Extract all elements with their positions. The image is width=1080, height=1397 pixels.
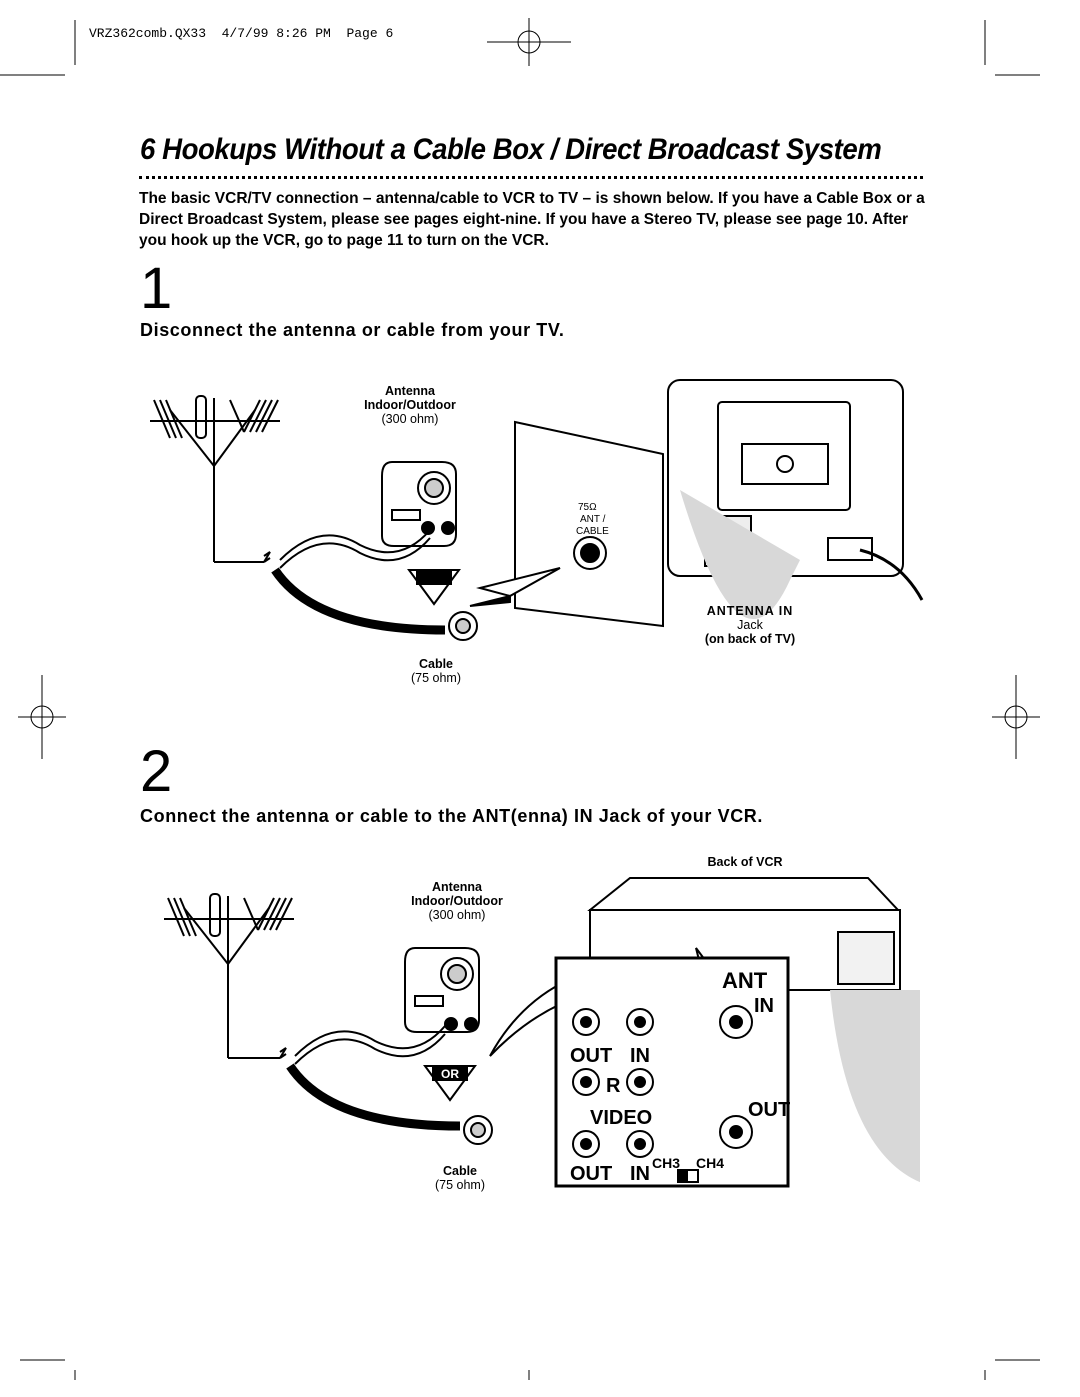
- antenna-icon: [164, 893, 294, 1059]
- jack-location: (on back of TV): [704, 632, 796, 646]
- antenna-label: Antenna: [432, 880, 482, 894]
- step-2-illustration: OR ANT IN OUT IN R VIDEO OUT: [164, 877, 920, 1188]
- jack-word: Jack: [737, 618, 763, 632]
- step-2-antenna-caption: Antenna Indoor/Outdoor (300 ohm): [392, 880, 522, 922]
- svg-text:OUT: OUT: [748, 1099, 790, 1121]
- antenna-icon: [150, 395, 280, 563]
- matching-transformer-icon: [404, 947, 480, 1033]
- svg-text:IN: IN: [630, 1163, 650, 1185]
- svg-text:ANT /: ANT /: [580, 514, 606, 525]
- antenna-ohm: (300 ohm): [428, 908, 486, 922]
- coax-cable: [286, 1063, 461, 1131]
- page-title: 6 Hookups Without a Cable Box / Direct B…: [140, 133, 882, 166]
- step-2-heading: Connect the antenna or cable to the ANT(…: [140, 806, 764, 826]
- cable-label: Cable: [442, 1164, 478, 1178]
- svg-text:R: R: [606, 1075, 621, 1097]
- step-1-cable-caption: Cable (75 ohm): [386, 657, 486, 685]
- vcr-jack-panel: [554, 956, 790, 1188]
- cable-ohm: (75 ohm): [434, 1178, 486, 1192]
- step-1-heading: Disconnect the antenna or cable from you…: [140, 320, 565, 340]
- step-1-jack-caption: ANTENNA IN Jack (on back of TV): [685, 604, 815, 646]
- intro-paragraph: The basic VCR/TV connection – antenna/ca…: [139, 190, 925, 249]
- dotted-rule: [139, 176, 923, 179]
- tv-back-panel: 75Ω ANT / CABLE: [469, 420, 664, 628]
- step-1-antenna-caption: Antenna Indoor/Outdoor (300 ohm): [345, 384, 475, 426]
- svg-text:IN: IN: [630, 1045, 650, 1067]
- antenna-ohm: (300 ohm): [381, 412, 439, 426]
- svg-text:OUT: OUT: [570, 1163, 612, 1185]
- svg-text:CH3: CH3: [652, 1155, 680, 1171]
- svg-text:VIDEO: VIDEO: [590, 1107, 652, 1129]
- svg-text:CABLE: CABLE: [576, 526, 609, 537]
- svg-text:75Ω: 75Ω: [578, 502, 597, 513]
- antenna-sub: Indoor/Outdoor: [411, 894, 503, 908]
- step-1-illustration: OR 75Ω ANT / CABLE: [150, 379, 924, 641]
- svg-text:OUT: OUT: [570, 1045, 612, 1067]
- step-2-cable-caption: Cable (75 ohm): [410, 1164, 510, 1192]
- cable-ohm: (75 ohm): [410, 671, 462, 685]
- f-connector-icon: [463, 1115, 493, 1145]
- twin-lead: [279, 529, 431, 561]
- f-connector-icon: [448, 611, 478, 641]
- print-slug: VRZ362comb.QX33 4/7/99 8:26 PM Page 6: [89, 26, 394, 41]
- or-badge: OR: [407, 569, 461, 606]
- coax-cable: [271, 567, 446, 635]
- or-badge: OR: [423, 1065, 477, 1102]
- svg-text:OR: OR: [441, 1067, 459, 1081]
- antenna-label: Antenna: [385, 384, 435, 398]
- svg-text:ANT: ANT: [722, 968, 768, 993]
- svg-text:OR: OR: [425, 571, 443, 585]
- jack-label: ANTENNA IN: [706, 604, 794, 618]
- twin-lead: [294, 1025, 446, 1057]
- back-of-vcr-label: Back of VCR: [707, 855, 783, 869]
- step-1-number: 1: [140, 256, 173, 321]
- svg-text:CH4: CH4: [696, 1155, 724, 1171]
- antenna-sub: Indoor/Outdoor: [364, 398, 456, 412]
- step-2-number: 2: [140, 739, 173, 804]
- svg-text:IN: IN: [754, 995, 774, 1017]
- cable-label: Cable: [418, 657, 454, 671]
- matching-transformer-icon: [381, 461, 457, 547]
